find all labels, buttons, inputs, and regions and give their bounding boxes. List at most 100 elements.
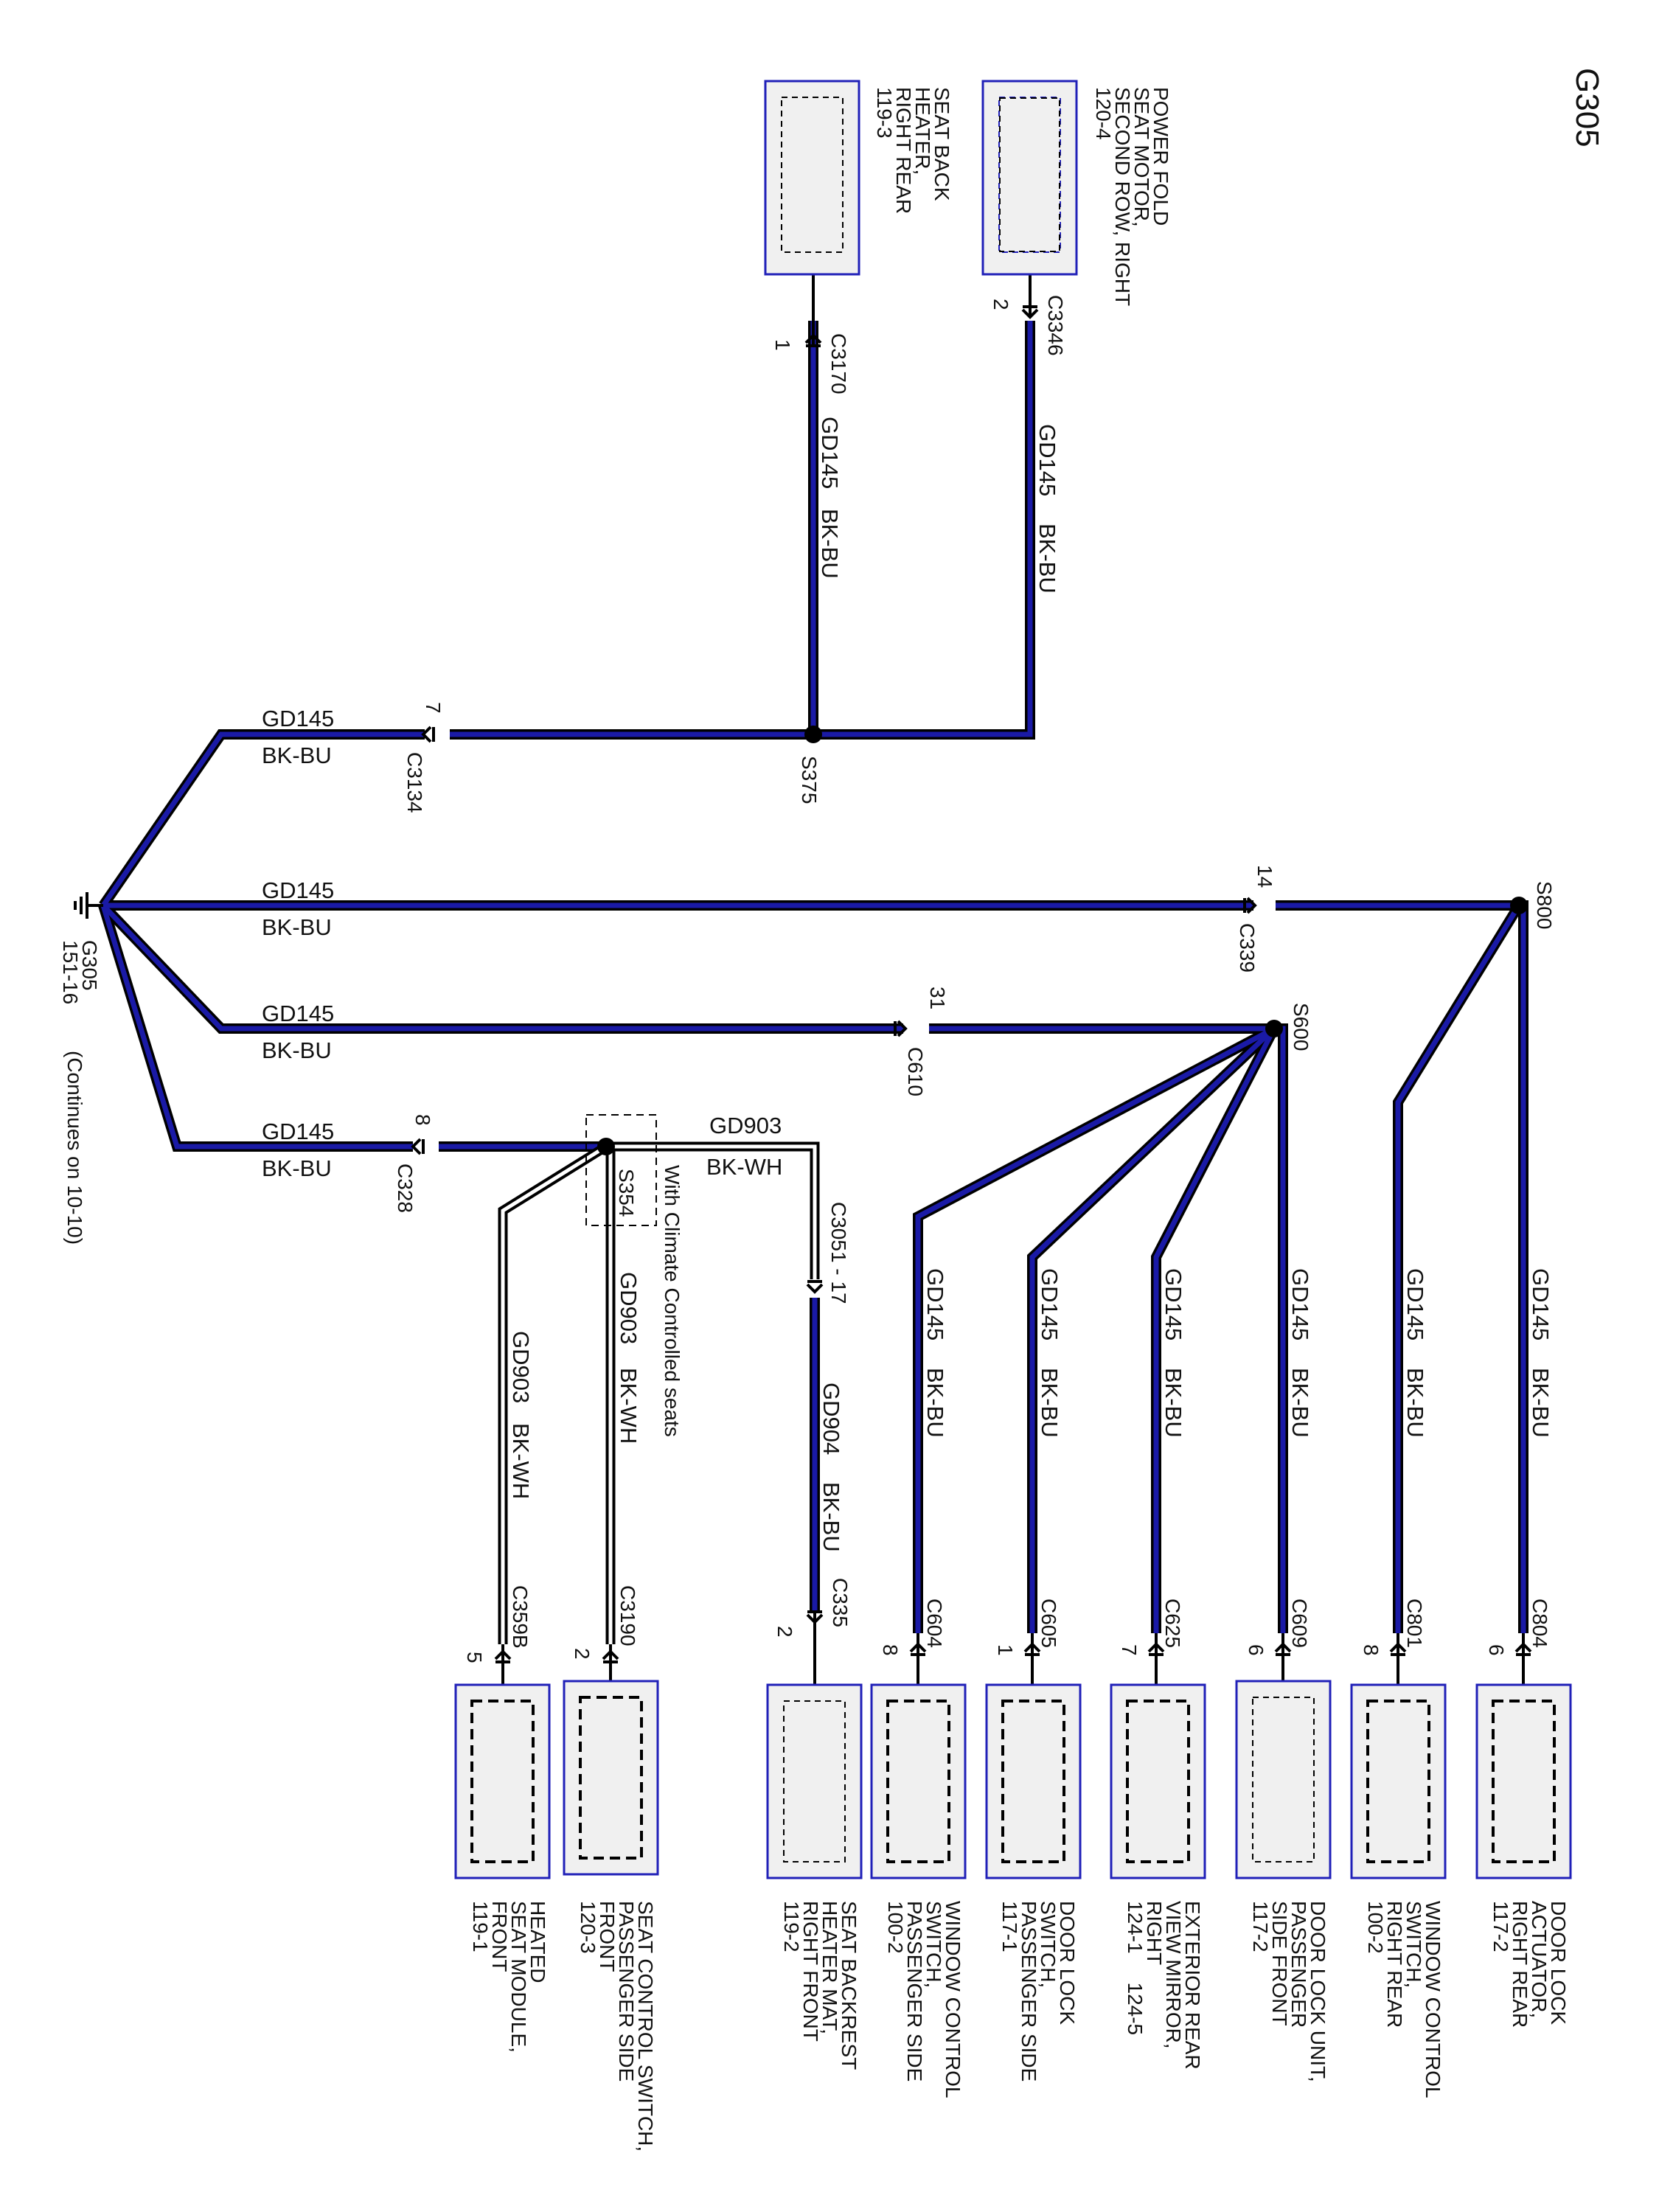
label-seat-control: SEAT CONTROL SWITCH, PASSENGER SIDE FRON… [577,1901,657,2152]
component-stubs [501,254,1525,1696]
svg-text:100-2: 100-2 [884,1901,907,1954]
svg-text:SIDE FRONT: SIDE FRONT [1268,1901,1291,2026]
component-mirror [1110,1683,1206,1879]
c804-label: C804 [1528,1599,1551,1648]
wire-label-bkbu-804: BK-BU [1528,1368,1554,1438]
svg-text:SECOND ROW, RIGHT: SECOND ROW, RIGHT [1111,87,1134,306]
label-window-pass: WINDOW CONTROL SWITCH, PASSENGER SIDE 10… [884,1901,964,2098]
wire-label-gd145-604: GD145 [922,1268,948,1340]
component-seat-control [563,1680,659,1876]
svg-text:119-1: 119-1 [469,1901,492,1952]
c3190-pin: 2 [571,1648,594,1660]
svg-text:100-2: 100-2 [1364,1901,1387,1954]
wire-label-bkbu-c: BK-BU [262,742,332,768]
label-power-fold: POWER FOLD SEAT MOTOR, SECOND ROW, RIGHT… [1092,87,1172,306]
wire-label-gd145-f: GD145 [262,1119,334,1144]
svg-text:119-3: 119-3 [873,87,896,139]
wire-label-gd145-c: GD145 [262,706,334,731]
wire-label-gd145-b: GD145 [1034,424,1060,496]
component-seat-back-heater [764,80,860,276]
c328-symbol [411,1138,425,1155]
s375-label: S375 [798,756,821,804]
splice-s600 [1265,1020,1283,1037]
label-seat-back-heater: SEAT BACK HEATER, RIGHT REAR 119-3 [873,87,953,214]
wire-label-bkbu-f: BK-BU [262,1155,332,1181]
wire-label-gd903-h: GD903 [709,1113,782,1138]
c3134-symbol [422,726,435,743]
splice-dots [597,726,1528,1155]
splice-s800 [1510,897,1528,914]
s600-label: S600 [1290,1003,1312,1051]
s800-label: S800 [1533,881,1556,929]
svg-text:124-1 124-5: 124-1 124-5 [1124,1901,1147,2035]
svg-text:RIGHT REAR: RIGHT REAR [1509,1901,1531,2028]
svg-text:SWITCH,: SWITCH, [1402,1901,1425,1988]
label-door-lock-switch: DOOR LOCK SWITCH, PASSENGER SIDE 117-1 [998,1901,1079,2081]
svg-text:SEAT CONTROL SWITCH,: SEAT CONTROL SWITCH, [634,1901,657,2152]
wire-label-gd903-v2: GD903 [616,1272,641,1344]
svg-text:HEATER,: HEATER, [911,87,934,175]
wire-label-bkbu-a: BK-BU [817,509,843,579]
c339-pin: 14 [1253,865,1276,888]
ground-symbol [74,892,103,919]
svg-text:SEAT BACK: SEAT BACK [931,87,953,201]
svg-text:RIGHT REAR: RIGHT REAR [1383,1901,1406,2028]
c335-label: C335 [829,1578,852,1627]
svg-text:PASSENGER SIDE: PASSENGER SIDE [1018,1901,1040,2081]
wires-bk-wh [498,1141,820,1644]
wire-label-bkbu-e: BK-BU [262,1037,332,1063]
wire-label-gd904: GD904 [818,1382,844,1455]
wire-label-bkwh-h: BK-WH [706,1154,782,1180]
c3170-pin: 1 [771,339,794,351]
c328-label: C328 [394,1164,417,1213]
c3051-label: C3051 - 17 [827,1202,850,1304]
svg-text:120-3: 120-3 [577,1901,599,1954]
c3051-symbol [806,1280,824,1293]
component-door-lock-switch [985,1683,1082,1879]
wire-label-bkbu-b: BK-BU [1034,524,1060,594]
wire-label-gd145-625: GD145 [1161,1268,1186,1340]
c3134-label: C3134 [403,752,426,813]
svg-text:G305: G305 [78,940,101,991]
ground-label: G305 151-16 [59,940,101,1004]
component-power-fold [981,80,1078,276]
wire-label-bkbu-801: BK-BU [1402,1368,1428,1438]
wire-label-gd145-609: GD145 [1287,1268,1313,1340]
c625-pin: 7 [1118,1644,1141,1656]
svg-text:WINDOW CONTROL: WINDOW CONTROL [1422,1901,1444,2098]
label-backrest-mat: SEAT BACKREST HEATER MAT, RIGHT FRONT 11… [780,1901,860,2070]
svg-text:POWER FOLD: POWER FOLD [1150,87,1172,226]
component-backrest-mat [766,1683,863,1879]
c328-pin: 8 [411,1114,434,1126]
svg-text:HEATER MAT,: HEATER MAT, [818,1901,841,2034]
component-door-lock-actuator [1475,1683,1572,1879]
component-window-pass [870,1683,967,1879]
wire-label-gd145-a: GD145 [817,417,843,489]
wire-label-bkbu-604: BK-BU [922,1368,948,1438]
labels: G305 SEAT BACK HEATER, RIGHT REAR 119-3 … [59,68,1605,2152]
svg-text:SWITCH,: SWITCH, [1037,1901,1060,1988]
connector-symbols [411,305,1532,1663]
svg-text:WINDOW CONTROL: WINDOW CONTROL [942,1901,964,2098]
svg-text:DOOR LOCK: DOOR LOCK [1056,1901,1079,2025]
wire-label-gd903-v1: GD903 [508,1331,534,1403]
svg-text:117-2: 117-2 [1249,1901,1272,1952]
svg-text:SEAT BACKREST: SEAT BACKREST [838,1901,860,2070]
label-window-rr: WINDOW CONTROL SWITCH, RIGHT REAR 100-2 [1364,1901,1444,2098]
wire-label-bkbu-609: BK-BU [1287,1368,1313,1438]
svg-text:119-2: 119-2 [780,1901,803,1952]
option-dashed-box [585,1114,657,1226]
svg-text:117-2: 117-2 [1489,1901,1512,1952]
wire-label-bkbu-d: BK-BU [262,914,332,940]
option-note: With Climate Controlled seats [661,1165,684,1437]
wire-label-gd145-d: GD145 [262,877,334,903]
c609-pin: 6 [1245,1644,1267,1656]
wire-label-bkbu-904: BK-BU [818,1482,844,1552]
c605-pin: 1 [994,1644,1017,1656]
svg-text:RIGHT FRONT: RIGHT FRONT [799,1901,822,2042]
c3134-pin: 7 [422,702,445,714]
c801-pin: 8 [1360,1644,1382,1656]
wire-label-bkwh-v1: BK-WH [508,1423,534,1499]
splice-s375 [804,726,822,743]
svg-text:ACTUATOR,: ACTUATOR, [1528,1901,1551,2018]
